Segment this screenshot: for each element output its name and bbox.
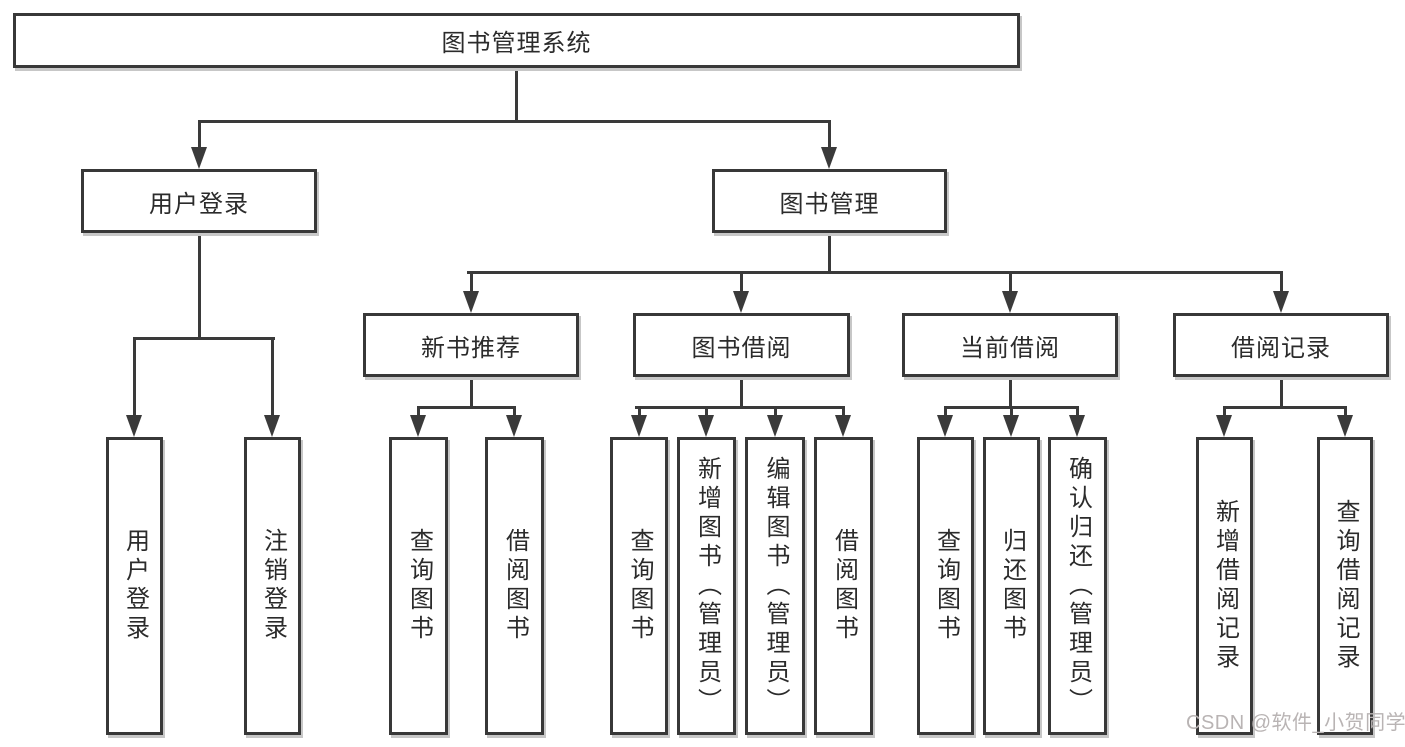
node-leaf-current-return-books: 归还图书 — [983, 437, 1040, 735]
leaf-label: 归还图书 — [998, 528, 1026, 644]
arrow-down-icon — [126, 415, 142, 437]
connector-line — [1223, 406, 1226, 418]
connector-line — [740, 377, 743, 408]
node-leaf-borrowing-borrow-books: 借阅图书 — [814, 437, 873, 735]
connector-line — [198, 233, 201, 340]
arrow-down-icon — [1069, 415, 1085, 437]
node-leaf-user-login: 用户登录 — [106, 437, 163, 735]
node-leaf-current-confirm-return: 确认归还（管理员） — [1048, 437, 1107, 735]
arrow-down-icon — [1273, 291, 1289, 313]
node-new-book-recommend: 新书推荐 — [363, 313, 579, 377]
csdn-watermark: CSDN @软件_小贺同学 — [1186, 712, 1405, 734]
arrow-down-icon — [1002, 291, 1018, 313]
arrow-down-icon — [821, 147, 837, 169]
connector-line — [944, 406, 947, 418]
node-leaf-records-add-record: 新增借阅记录 — [1196, 437, 1253, 735]
connector-line — [513, 406, 516, 418]
connector-line — [198, 120, 831, 123]
arrow-down-icon — [1216, 415, 1232, 437]
connector-line — [774, 406, 777, 418]
node-root: 图书管理系统 — [13, 13, 1020, 68]
arrow-down-icon — [733, 291, 749, 313]
arrow-down-icon — [1337, 415, 1353, 437]
node-leaf-current-query-books: 查询图书 — [917, 437, 974, 735]
leaf-label: 用户登录 — [121, 528, 149, 644]
arrow-down-icon — [698, 415, 714, 437]
node-leaf-borrowing-edit-books: 编辑图书（管理员） — [745, 437, 805, 735]
connector-line — [842, 406, 845, 418]
connector-line — [133, 337, 275, 340]
leaf-label: 查询图书 — [626, 528, 653, 644]
connector-line — [1223, 406, 1347, 409]
connector-line — [635, 406, 845, 409]
connector-line — [740, 271, 743, 295]
leaf-label: 编辑图书（管理员） — [762, 455, 789, 717]
connector-line — [467, 271, 1283, 274]
arrow-down-icon — [937, 415, 953, 437]
arrow-down-icon — [191, 147, 207, 169]
connector-line — [198, 120, 201, 149]
connector-line — [705, 406, 708, 418]
connector-line — [1076, 406, 1079, 418]
connector-line — [470, 271, 473, 295]
node-current-borrowing: 当前借阅 — [902, 313, 1118, 377]
arrow-down-icon — [835, 415, 851, 437]
connector-line — [1280, 271, 1283, 295]
leaf-label: 新增借阅记录 — [1211, 499, 1239, 673]
connector-line — [1280, 377, 1283, 408]
connector-line — [417, 406, 420, 418]
node-leaf-borrowing-query-books: 查询图书 — [610, 437, 668, 735]
arrow-down-icon — [410, 415, 426, 437]
connector-line — [470, 377, 473, 408]
leaf-label: 借阅图书 — [830, 528, 858, 644]
leaf-label: 查询借阅记录 — [1332, 499, 1359, 673]
arrow-down-icon — [463, 291, 479, 313]
connector-line — [1009, 271, 1012, 295]
leaf-label: 确认归还（管理员） — [1064, 455, 1092, 717]
connector-line — [271, 337, 274, 417]
node-borrowing-records: 借阅记录 — [1173, 313, 1389, 377]
connector-line — [638, 406, 641, 418]
node-book-borrowing: 图书借阅 — [633, 313, 850, 377]
leaf-label: 新增图书（管理员） — [693, 455, 721, 717]
connector-line — [1010, 406, 1013, 418]
leaf-label: 查询图书 — [932, 528, 960, 644]
node-leaf-logout: 注销登录 — [244, 437, 301, 735]
leaf-label: 注销登录 — [259, 528, 287, 644]
connector-line — [1344, 406, 1347, 418]
arrow-down-icon — [264, 415, 280, 437]
connector-line — [515, 68, 518, 122]
node-user-login: 用户登录 — [81, 169, 317, 233]
leaf-label: 查询图书 — [405, 528, 433, 644]
arrow-down-icon — [767, 415, 783, 437]
arrow-down-icon — [631, 415, 647, 437]
connector-line — [1009, 377, 1012, 408]
node-leaf-borrowing-add-books: 新增图书（管理员） — [677, 437, 736, 735]
node-leaf-recommend-query-books: 查询图书 — [389, 437, 448, 735]
connector-line — [417, 406, 516, 409]
node-book-management: 图书管理 — [712, 169, 947, 233]
node-leaf-recommend-borrow-books: 借阅图书 — [485, 437, 544, 735]
arrow-down-icon — [506, 415, 522, 437]
connector-line — [828, 233, 831, 273]
node-leaf-records-query-record: 查询借阅记录 — [1317, 437, 1373, 735]
leaf-label: 借阅图书 — [501, 528, 529, 644]
connector-line — [133, 337, 136, 417]
arrow-down-icon — [1003, 415, 1019, 437]
connector-line — [828, 120, 831, 149]
